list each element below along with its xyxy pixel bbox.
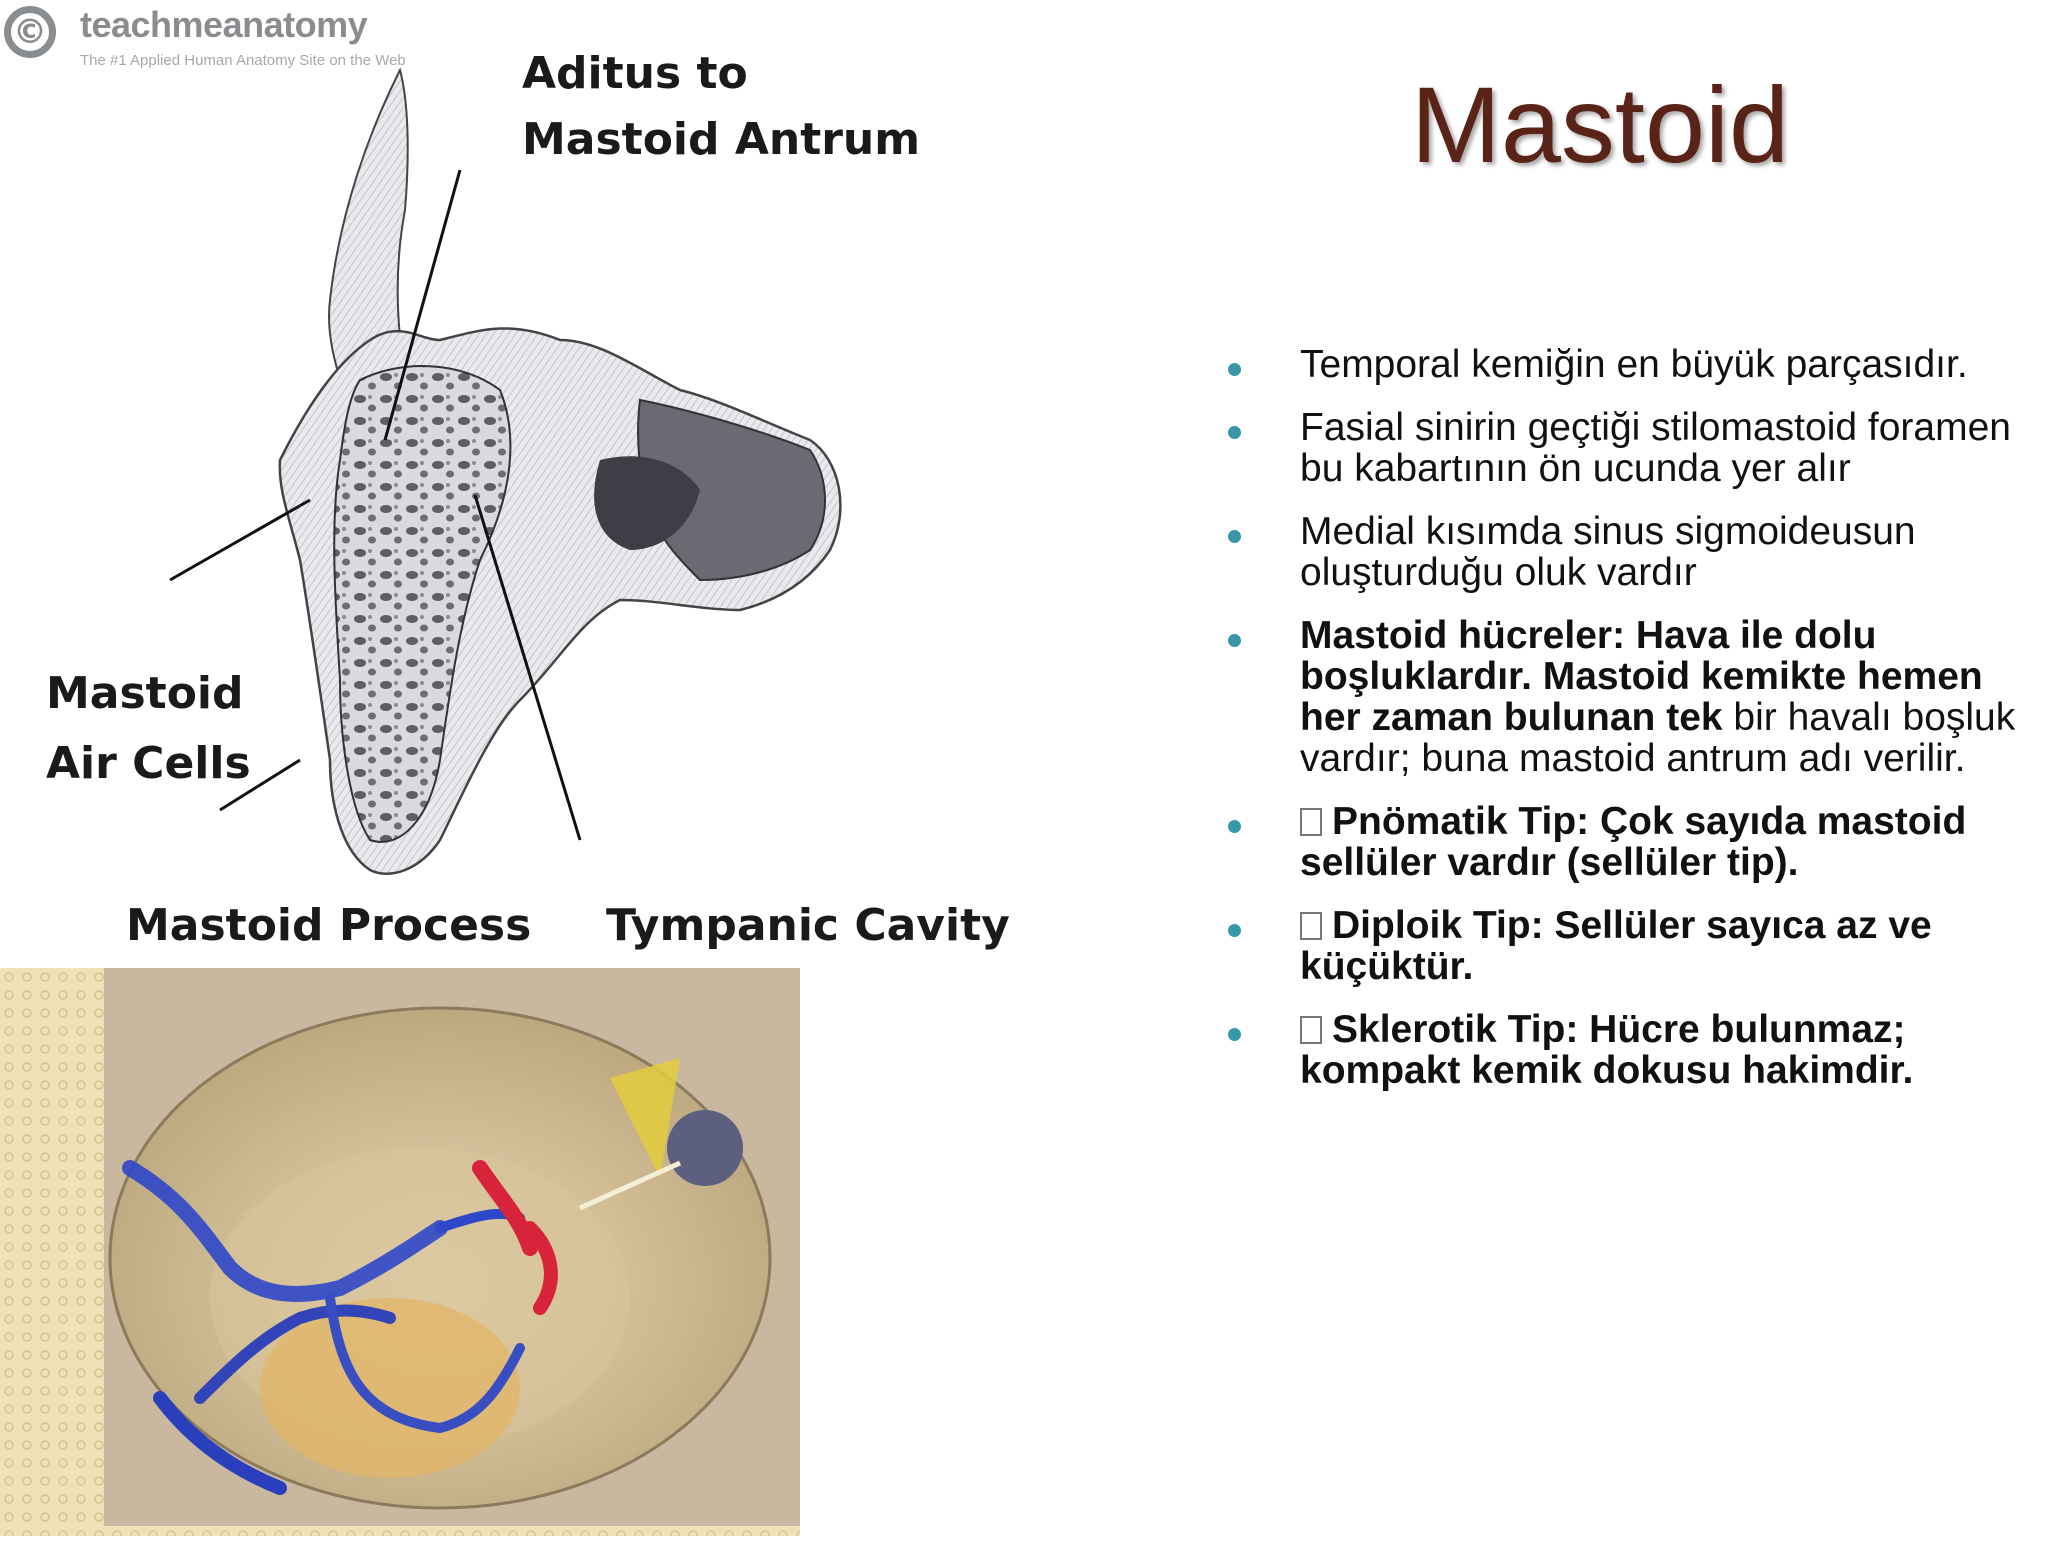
missing-glyph-icon: [1300, 912, 1322, 940]
bullet-item: Fasial sinirin geçtiği stilomastoid fora…: [1228, 407, 2028, 489]
bullet-dot-icon: [1228, 530, 1241, 543]
label-air-cells-line1: Mastoid: [46, 668, 244, 719]
missing-glyph-icon: [1300, 808, 1322, 836]
label-mastoid-process: Mastoid Process: [126, 900, 532, 951]
bullet-dot-icon: [1228, 363, 1241, 376]
skull-base-drawing: [0, 968, 800, 1536]
temporal-bone-drawing: [169, 67, 842, 875]
bullet-list: Temporal kemiğin en büyük parçasıdır. Fa…: [1228, 344, 2028, 1113]
bullet-item: Pnömatik Tip: Çok sayıda mastoid sellüle…: [1228, 801, 2028, 883]
bullet-dot-icon: [1228, 634, 1241, 647]
temporal-bone-illustration: Aditus to Mastoid Antrum Mastoid Air Cel…: [40, 40, 1010, 970]
label-aditus-line2: Mastoid Antrum: [522, 114, 921, 165]
bullet-dot-icon: [1228, 924, 1241, 937]
label-aditus-line1: Aditus to: [522, 48, 748, 99]
watermark-tagline: The #1 Applied Human Anatomy Site on the…: [80, 52, 406, 69]
skull-base-venous-sinus-image: [0, 968, 800, 1536]
bullet-dot-icon: [1228, 426, 1241, 439]
bullet-item: Diploik Tip: Sellüler sayıca az ve küçük…: [1228, 905, 2028, 987]
slide-title: Mastoid: [1410, 64, 1790, 185]
label-air-cells-line2: Air Cells: [46, 738, 251, 789]
label-tympanic-cavity: Tympanic Cavity: [606, 900, 1010, 951]
bullet-item: Temporal kemiğin en büyük parçasıdır.: [1228, 344, 2028, 385]
bullet-item: Medial kısımda sinus sigmoideusun oluştu…: [1228, 511, 2028, 593]
bullet-dot-icon: [1228, 1028, 1241, 1041]
bullet-item: Sklerotik Tip: Hücre bulunmaz; kompakt k…: [1228, 1009, 2028, 1091]
missing-glyph-icon: [1300, 1016, 1322, 1044]
teachmeanatomy-watermark: © teachmeanatomy The #1 Applied Human An…: [0, 0, 430, 80]
watermark-name: teachmeanatomy: [80, 4, 368, 45]
bullet-dot-icon: [1228, 820, 1241, 833]
bullet-item: Mastoid hücreler: Hava ile dolu boşlukla…: [1228, 615, 2028, 779]
copyright-icon: ©: [4, 6, 56, 58]
